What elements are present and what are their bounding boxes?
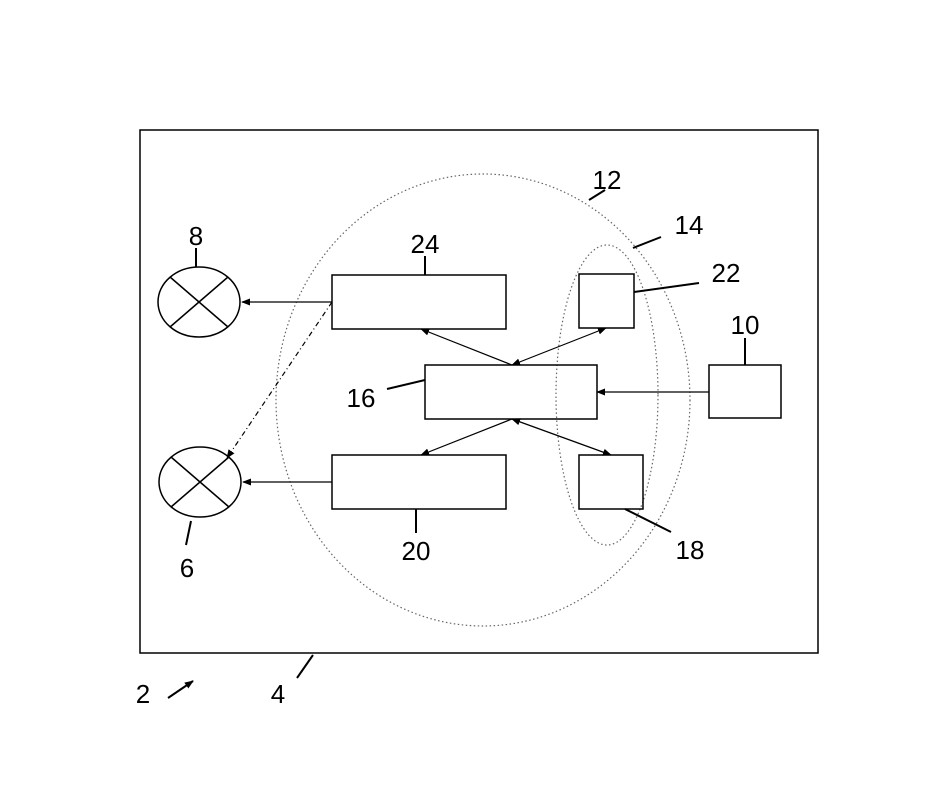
arrow-central-upper-small-bidirectional (511, 327, 607, 366)
label-system-2: 2 (136, 679, 150, 709)
lower-driver-block (331, 454, 507, 510)
upper-driver-block (331, 274, 507, 330)
label-group-12: 12 (593, 165, 622, 195)
label-lamp-8: 8 (189, 221, 203, 251)
arrow-upper-driver-to-lower-lamp-dashed (226, 301, 333, 459)
label-subgroup-14: 14 (675, 210, 704, 240)
label-unit-22: 22 (712, 258, 741, 288)
label-lamp-6: 6 (180, 553, 194, 583)
label-driver-24: 24 (411, 229, 440, 259)
arrow-central-to-lower-driver (420, 418, 513, 456)
label-input-10: 10 (731, 310, 760, 340)
housing-frame (139, 129, 819, 654)
upper-small-block (578, 273, 635, 329)
leader-lines (185, 189, 746, 679)
lower-small-block (578, 454, 644, 510)
label-housing-4: 4 (271, 679, 285, 709)
label-central-16: 16 (347, 383, 376, 413)
input-unit-block (708, 364, 782, 419)
lower-lamp-icon (158, 446, 242, 518)
arrow-central-to-upper-driver (420, 328, 513, 366)
system-pointer-arrow (167, 680, 194, 699)
label-driver-20: 20 (402, 536, 431, 566)
sub-group-ellipse (555, 244, 659, 546)
label-unit-18: 18 (676, 535, 705, 565)
control-group-ellipse (275, 173, 691, 627)
central-unit-block (424, 364, 598, 420)
arrow-central-lower-small-bidirectional (511, 418, 612, 456)
upper-lamp-icon (157, 266, 241, 338)
